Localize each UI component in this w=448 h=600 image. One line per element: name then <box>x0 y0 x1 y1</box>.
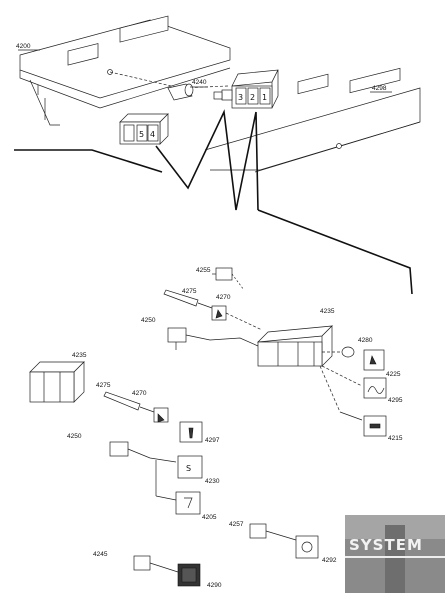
switch-housing-4235-side <box>29 361 85 403</box>
knob-4230: S <box>177 455 203 479</box>
indicator-4225 <box>363 349 385 371</box>
label-4297: 4297 <box>205 437 220 444</box>
switch-4270-top <box>211 305 263 331</box>
label-4275-bottom: 4275 <box>96 382 111 389</box>
label-4255: 4255 <box>196 267 211 274</box>
label-4250-top: 4250 <box>141 317 156 324</box>
switch-digit-1: 1 <box>262 93 267 102</box>
label-4295: 4295 <box>388 397 403 404</box>
label-4245: 4245 <box>93 551 108 558</box>
label-4298: 4298 <box>372 85 387 92</box>
watermark-text: SYSTEM <box>349 536 423 554</box>
label-4250-bottom: 4250 <box>67 433 82 440</box>
label-4205: 4205 <box>202 514 217 521</box>
label-4270-bottom: 4270 <box>132 390 147 397</box>
switch-4270-bottom <box>153 407 169 423</box>
label-4257: 4257 <box>229 521 244 528</box>
label-4200: 4200 <box>16 43 31 50</box>
knob-4290 <box>177 563 201 587</box>
connector-4255 <box>212 267 245 291</box>
label-4292: 4292 <box>322 557 337 564</box>
switch-housing-4235-main <box>257 325 333 367</box>
label-4225: 4225 <box>386 371 401 378</box>
label-4240: 4240 <box>192 79 207 86</box>
sensor-4275-bottom <box>103 391 155 413</box>
harness-4257 <box>249 523 297 541</box>
lamp-4280 <box>322 346 355 358</box>
knob-4205 <box>175 491 201 515</box>
knob-4230-glyph: S <box>186 464 191 473</box>
knob-4292 <box>295 535 319 559</box>
label-4235-side: 4235 <box>72 352 87 359</box>
knob-4215 <box>319 365 387 437</box>
bolt-4240 <box>167 83 194 101</box>
label-4290: 4290 <box>207 582 222 589</box>
label-4235-main: 4235 <box>320 308 335 315</box>
knob-4295 <box>321 365 387 399</box>
switch-block-321: 3 2 1 <box>213 69 279 109</box>
control-panel-4200 <box>19 15 231 126</box>
system-watermark-logo: SYSTEM <box>345 515 445 593</box>
switch-block-54: 5 4 <box>119 113 169 145</box>
switch-digit-4: 4 <box>150 130 155 139</box>
switch-digit-2: 2 <box>250 93 255 102</box>
label-4215: 4215 <box>388 435 403 442</box>
label-4280: 4280 <box>358 337 373 344</box>
label-4275-top: 4275 <box>182 288 197 295</box>
switch-digit-5: 5 <box>139 130 144 139</box>
callout-lines <box>14 109 413 295</box>
harness-4250-top <box>167 327 259 350</box>
harness-4250-bottom <box>109 441 177 501</box>
label-4270-top: 4270 <box>216 294 231 301</box>
switch-digit-3: 3 <box>238 93 243 102</box>
sensor-4275-top <box>163 289 213 309</box>
harness-4245 <box>133 555 179 573</box>
label-4230: 4230 <box>205 478 220 485</box>
knob-4297 <box>179 421 203 443</box>
panel-4298 <box>204 67 421 173</box>
